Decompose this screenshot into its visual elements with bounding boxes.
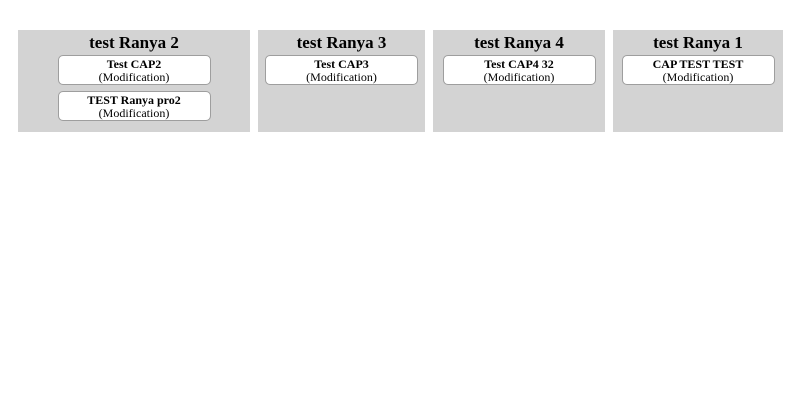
column-title: test Ranya 3 — [296, 33, 387, 52]
column-title: test Ranya 2 — [89, 33, 179, 52]
card-title: Test CAP4 32 — [484, 57, 554, 71]
card[interactable]: Test CAP4 32(Modification) — [442, 55, 596, 85]
card-subtitle: (Modification) — [98, 70, 170, 84]
column-title: test Ranya 4 — [474, 33, 564, 52]
card[interactable]: CAP TEST TEST(Modification) — [621, 55, 775, 85]
card-title: Test CAP3 — [314, 57, 369, 71]
card[interactable]: TEST Ranya pro2(Modification) — [57, 91, 211, 121]
card[interactable]: Test CAP2(Modification) — [57, 55, 211, 85]
kanban-column: test Ranya 1 CAP TEST TEST(Modification) — [613, 30, 783, 132]
card-title: CAP TEST TEST — [652, 57, 744, 71]
card-title: Test CAP2 — [106, 57, 162, 71]
column-title: test Ranya 1 — [653, 33, 743, 52]
card-title: TEST Ranya pro2 — [87, 93, 181, 107]
card[interactable]: Test CAP3(Modification) — [265, 55, 418, 85]
kanban-column: test Ranya 4 Test CAP4 32(Modification) — [433, 30, 605, 132]
card-subtitle: (Modification) — [98, 106, 170, 120]
card-subtitle: (Modification) — [662, 70, 734, 84]
card-subtitle: (Modification) — [483, 70, 555, 84]
card-subtitle: (Modification) — [306, 70, 377, 84]
kanban-column: test Ranya 3 Test CAP3(Modification) — [258, 30, 425, 132]
